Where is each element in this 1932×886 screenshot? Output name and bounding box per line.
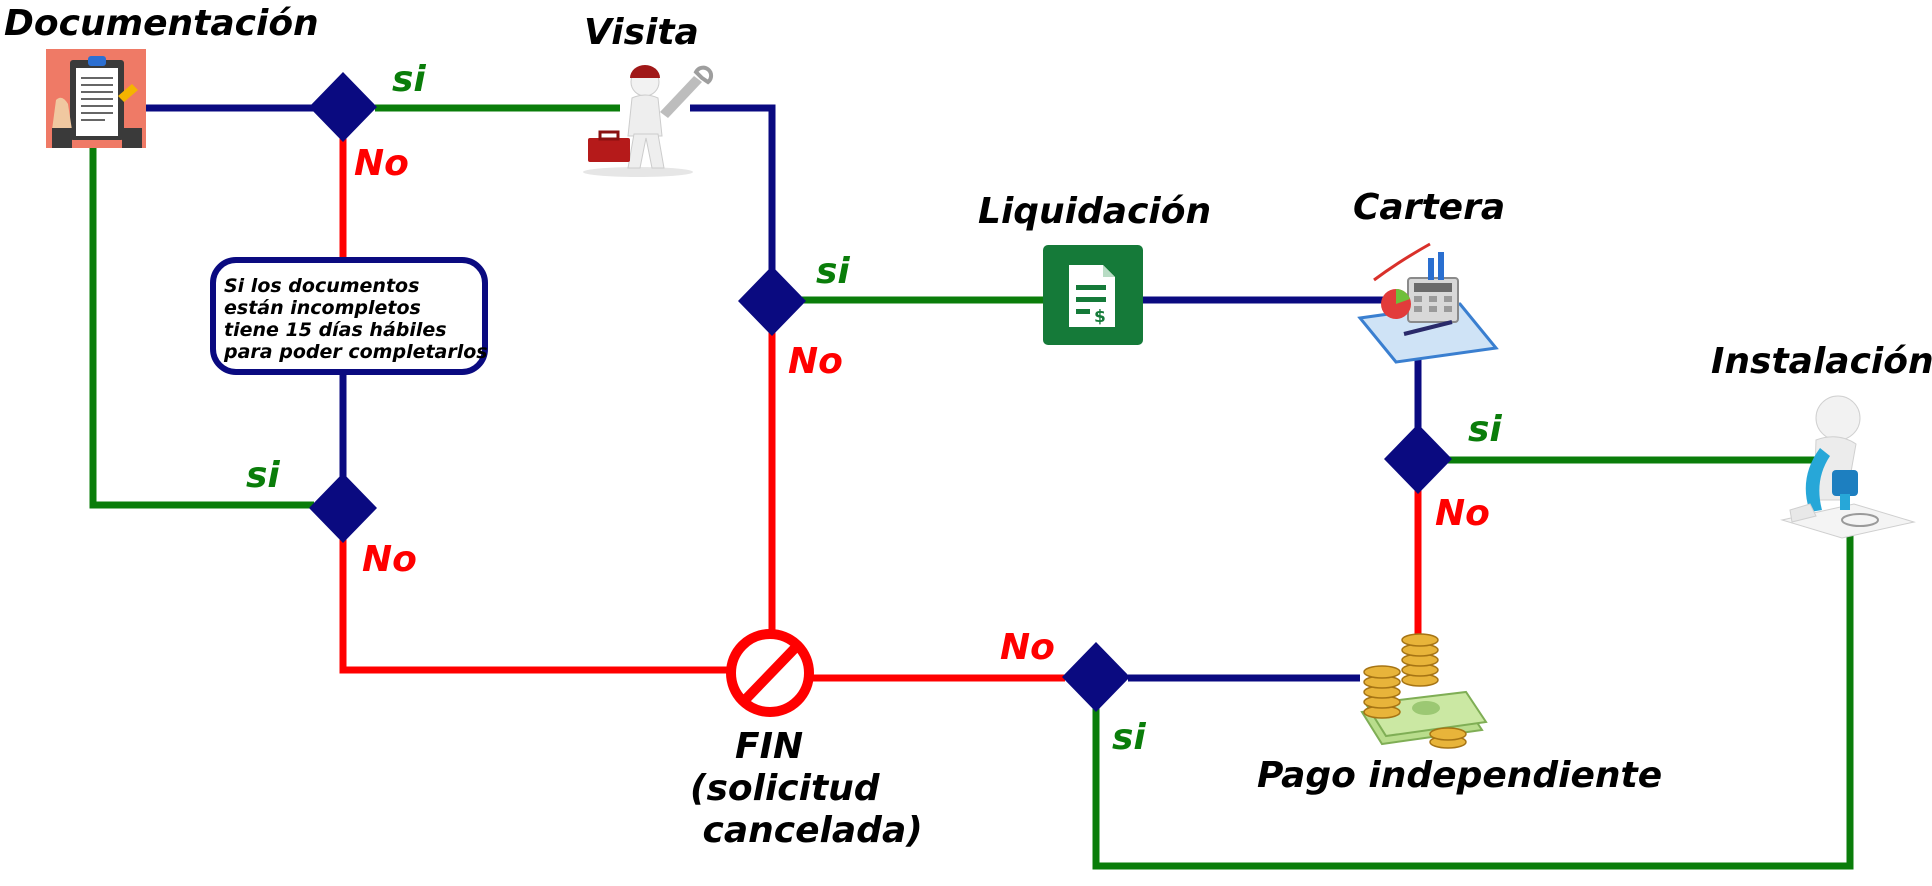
money-icon	[1360, 633, 1488, 749]
d1-no-label: No	[354, 143, 409, 184]
svg-text:$: $	[1094, 307, 1106, 327]
connector-d2-no	[339, 535, 728, 674]
installer-icon	[1780, 395, 1916, 539]
connector-d5-yes-loop	[1092, 535, 1854, 870]
node-title-cartera: Cartera	[1353, 187, 1506, 228]
note-line-1: Si los documentos	[224, 275, 420, 297]
invoice-icon: $	[1043, 245, 1143, 345]
connector-doc-to-d2	[89, 148, 314, 509]
decision-diamonds	[309, 72, 1452, 712]
accounting-icon	[1357, 242, 1499, 364]
d4-yes-label: si	[1468, 409, 1502, 450]
node-title-liquidacion: Liquidación	[978, 191, 1212, 232]
d2-yes-label: si	[246, 455, 280, 496]
fin-line-2: (solicitud	[690, 768, 880, 809]
decision-diamond-4	[1384, 424, 1452, 494]
d3-no-label: No	[788, 341, 843, 382]
d1-yes-label: si	[392, 59, 426, 100]
d2-no-label: No	[362, 539, 417, 580]
node-title-pago: Pago independiente	[1257, 755, 1663, 796]
no-connectors	[339, 138, 1422, 682]
decision-diamond-3	[738, 266, 806, 336]
d5-no-label: No	[1000, 627, 1055, 668]
connector-visita-to-d3	[690, 104, 776, 272]
decision-diamond-2	[309, 473, 377, 543]
node-title-documentacion: Documentación	[4, 3, 319, 44]
d4-no-label: No	[1435, 493, 1490, 534]
node-title-fin: FIN (solicitud cancelada)	[690, 726, 923, 852]
note-line-4: para poder completarlos	[224, 341, 488, 363]
prohibited-icon	[726, 629, 814, 717]
node-title-visita: Visita	[584, 12, 699, 53]
d3-yes-label: si	[816, 251, 850, 292]
neutral-connectors	[145, 104, 1422, 682]
technician-icon	[583, 65, 714, 177]
note-line-2: están incompletos	[224, 297, 421, 319]
d5-yes-label: si	[1112, 717, 1146, 758]
fin-line-3: cancelada)	[690, 810, 923, 851]
incomplete-documents-note: Si los documentos están incompletos tien…	[210, 257, 488, 375]
decision-diamond-5	[1062, 642, 1130, 712]
clipboard-icon	[46, 49, 146, 148]
decision-diamond-1	[309, 72, 377, 142]
yes-connectors	[89, 104, 1854, 870]
fin-line-1: FIN	[735, 726, 804, 767]
note-line-3: tiene 15 días hábiles	[224, 319, 447, 341]
node-title-instalacion: Instalación	[1711, 341, 1932, 382]
